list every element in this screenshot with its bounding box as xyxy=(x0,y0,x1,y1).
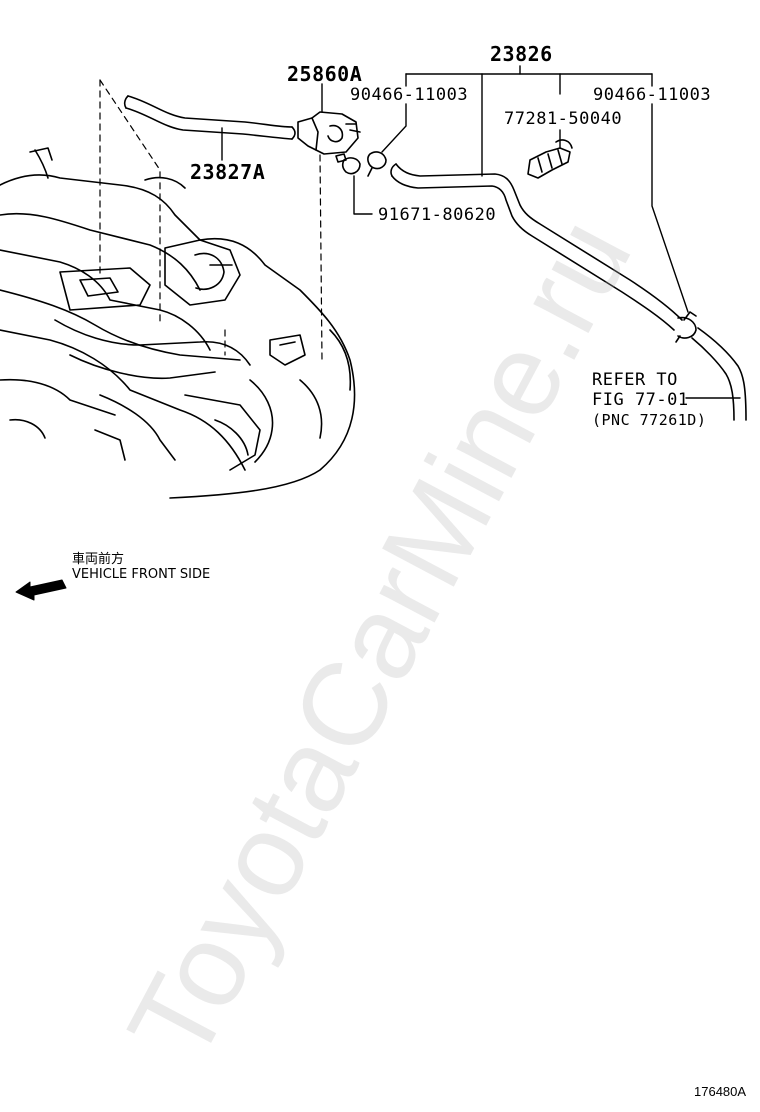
front-arrow-icon xyxy=(15,579,67,601)
reference-line-1: REFER TO xyxy=(592,370,678,390)
callout-90466-left: 90466-11003 xyxy=(350,85,469,105)
callout-25860A: 25860A xyxy=(287,62,363,86)
callout-23827A: 23827A xyxy=(190,160,266,184)
reference-line-2: FIG 77-01 xyxy=(592,390,689,410)
reference-line-3: (PNC 77261D) xyxy=(592,411,707,429)
clamp-90466-right xyxy=(675,311,697,343)
hose-23826 xyxy=(390,163,683,331)
callout-91671: 91671-80620 xyxy=(378,205,497,225)
clip-77281 xyxy=(527,139,573,179)
callout-90466-right: 90466-11003 xyxy=(593,85,712,105)
clamp-90466-left xyxy=(367,151,387,177)
continuation-pipe xyxy=(691,327,747,421)
callout-23826: 23826 xyxy=(490,42,553,66)
engine-block xyxy=(0,147,356,499)
hose-23827A xyxy=(123,95,296,140)
figure-id: 176480A xyxy=(694,1084,747,1099)
leader-lines xyxy=(221,65,741,399)
callout-77281: 77281-50040 xyxy=(504,109,623,129)
orientation-japanese: 車両前方 xyxy=(72,552,125,567)
dashed-guides xyxy=(99,79,323,361)
valve-25860A xyxy=(297,111,361,155)
orientation-english: VEHICLE FRONT SIDE xyxy=(72,567,211,582)
bolt-91671 xyxy=(335,153,361,175)
